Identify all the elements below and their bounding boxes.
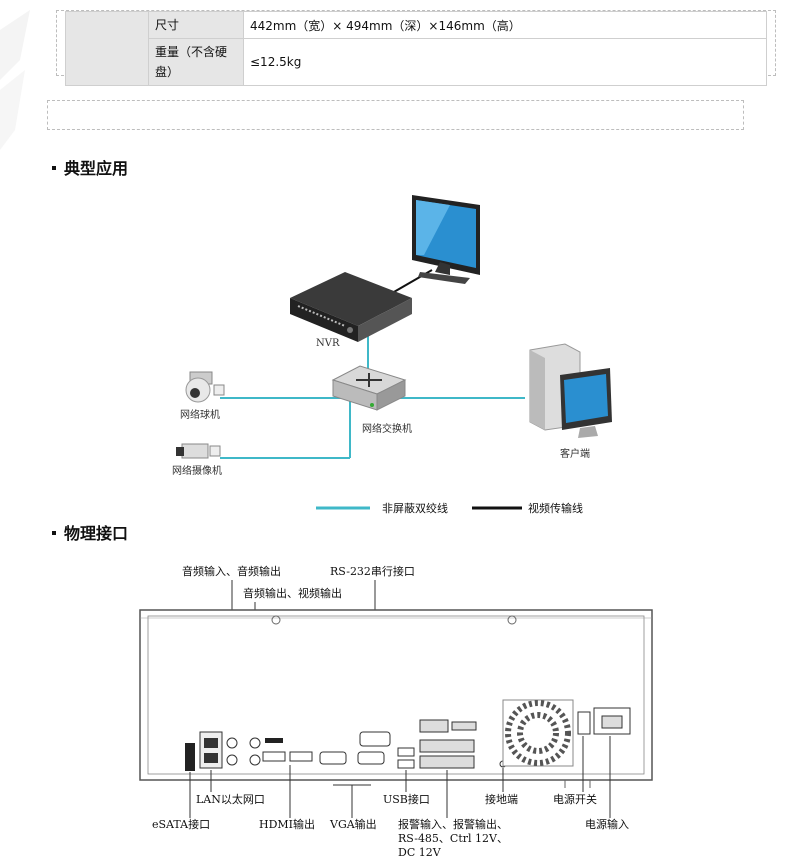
esata-port — [185, 743, 195, 771]
monitor-icon — [412, 195, 480, 284]
client-label: 客户端 — [560, 447, 590, 460]
power-switch-label: 电源开关 — [553, 792, 597, 806]
esata-label: eSATA接口 — [152, 818, 210, 831]
audio-jack — [226, 737, 238, 749]
audio-video-out-label: 音频输出、视频输出 — [243, 586, 342, 600]
vga-port — [319, 751, 347, 765]
power-input-label: 电源输入 — [585, 817, 629, 831]
power-switch — [577, 711, 591, 735]
alarm-label-line2: RS-485、Ctrl 12V、 — [398, 832, 508, 845]
watermark-logo — [0, 10, 30, 150]
vga-label: VGA输出 — [329, 817, 377, 831]
dome-camera-icon — [185, 371, 225, 403]
spec-value: ≤12.5kg — [243, 38, 767, 86]
spec-label: 重量（不含硬盘） — [148, 38, 244, 86]
spec-table: 尺寸 442mm（宽）× 494mm（深）×146mm（高） 重量（不含硬盘） … — [56, 10, 776, 86]
alarm-terminal-block — [419, 719, 477, 769]
rs232-label: RS-232串行接口 — [330, 565, 415, 578]
table-row: 尺寸 442mm（宽）× 494mm（深）×146mm（高） — [65, 11, 767, 86]
usb-port — [397, 747, 415, 757]
hdmi-label: HDMI输出 — [259, 817, 315, 831]
empty-note-box — [47, 100, 744, 130]
audio-jack — [226, 754, 238, 766]
ground-label: 接地端 — [485, 793, 518, 806]
client-pc-icon — [529, 343, 612, 438]
spec-value: 442mm（宽）× 494mm（深）×146mm（高） — [243, 11, 767, 39]
table-group-cell — [65, 11, 149, 86]
dome-camera-label: 网络球机 — [180, 408, 220, 421]
screw-icon — [507, 615, 517, 625]
alarm-label-line1: 报警输入、报警输出、 — [398, 817, 508, 831]
usb-label: USB接口 — [383, 793, 430, 806]
hdmi-port — [262, 751, 286, 762]
rear-panel-diagram: 音频输入、音频输出 音频输出、视频输出 RS-232串行接口 — [139, 564, 653, 857]
section-heading-interfaces: 物理接口 — [52, 520, 128, 544]
audio-jack — [249, 754, 261, 766]
nvr-label: NVR — [316, 338, 340, 349]
usb-port — [397, 759, 415, 769]
lan-label: LAN以太网口 — [196, 793, 265, 806]
alarm-label-line3: DC 12V — [398, 846, 442, 857]
spec-label: 尺寸 — [148, 11, 244, 39]
vga-port — [357, 751, 385, 765]
network-switch-icon — [331, 365, 407, 411]
screw-icon — [271, 615, 281, 625]
box-camera-icon — [176, 443, 221, 459]
camera-label: 网络摄像机 — [172, 464, 222, 477]
switch-label: 网络交换机 — [362, 422, 412, 435]
table-row: 重量（不含硬盘） ≤12.5kg — [66, 38, 767, 86]
fan-grille — [502, 699, 574, 767]
audio-io-label: 音频输入、音频输出 — [182, 564, 281, 578]
topology-diagram: NVR 网络交换机 客户端 网络球机 网络摄像机 非屏蔽双绞线 视频传输线 — [172, 195, 612, 515]
legend-video-label: 视频传输线 — [528, 501, 583, 515]
hdmi-port — [289, 751, 313, 762]
rs232-port — [359, 731, 391, 747]
section-heading-application: 典型应用 — [52, 155, 128, 179]
legend-utp-label: 非屏蔽双绞线 — [382, 501, 448, 515]
video-jack — [249, 737, 261, 749]
nvr-icon — [290, 272, 412, 342]
